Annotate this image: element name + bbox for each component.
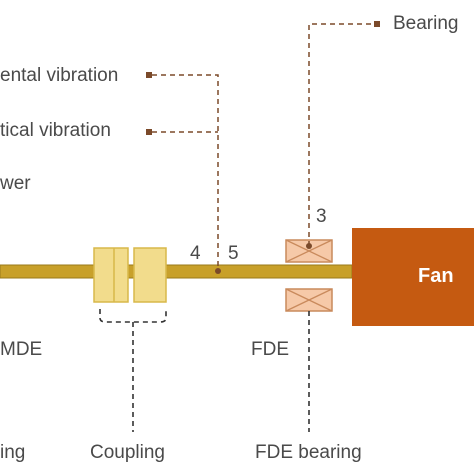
fde-bearing (285, 239, 333, 312)
label-fde: FDE (251, 339, 289, 360)
label-point-3: 3 (316, 206, 327, 227)
label-vertical-vibration: tical vibration (0, 120, 111, 141)
label-bearing-top: Bearing (393, 13, 459, 34)
label-fan: Fan (418, 265, 454, 287)
coupling-bracket (99, 309, 167, 323)
vibration-leaders (146, 72, 221, 274)
label-point-4: 4 (190, 243, 201, 264)
label-fde-bearing: FDE bearing (255, 442, 362, 463)
label-horizontal-vibration: ental vibration (0, 65, 119, 86)
bearing-leader (306, 21, 380, 249)
fan-block (352, 228, 474, 326)
coupling (93, 247, 167, 303)
label-point-5: 5 (228, 243, 239, 264)
label-bearing-bottom-left: ing (0, 442, 26, 463)
shaft (0, 264, 353, 279)
label-mde: MDE (0, 339, 43, 360)
label-coupling: Coupling (90, 442, 165, 463)
label-power: wer (0, 173, 31, 194)
